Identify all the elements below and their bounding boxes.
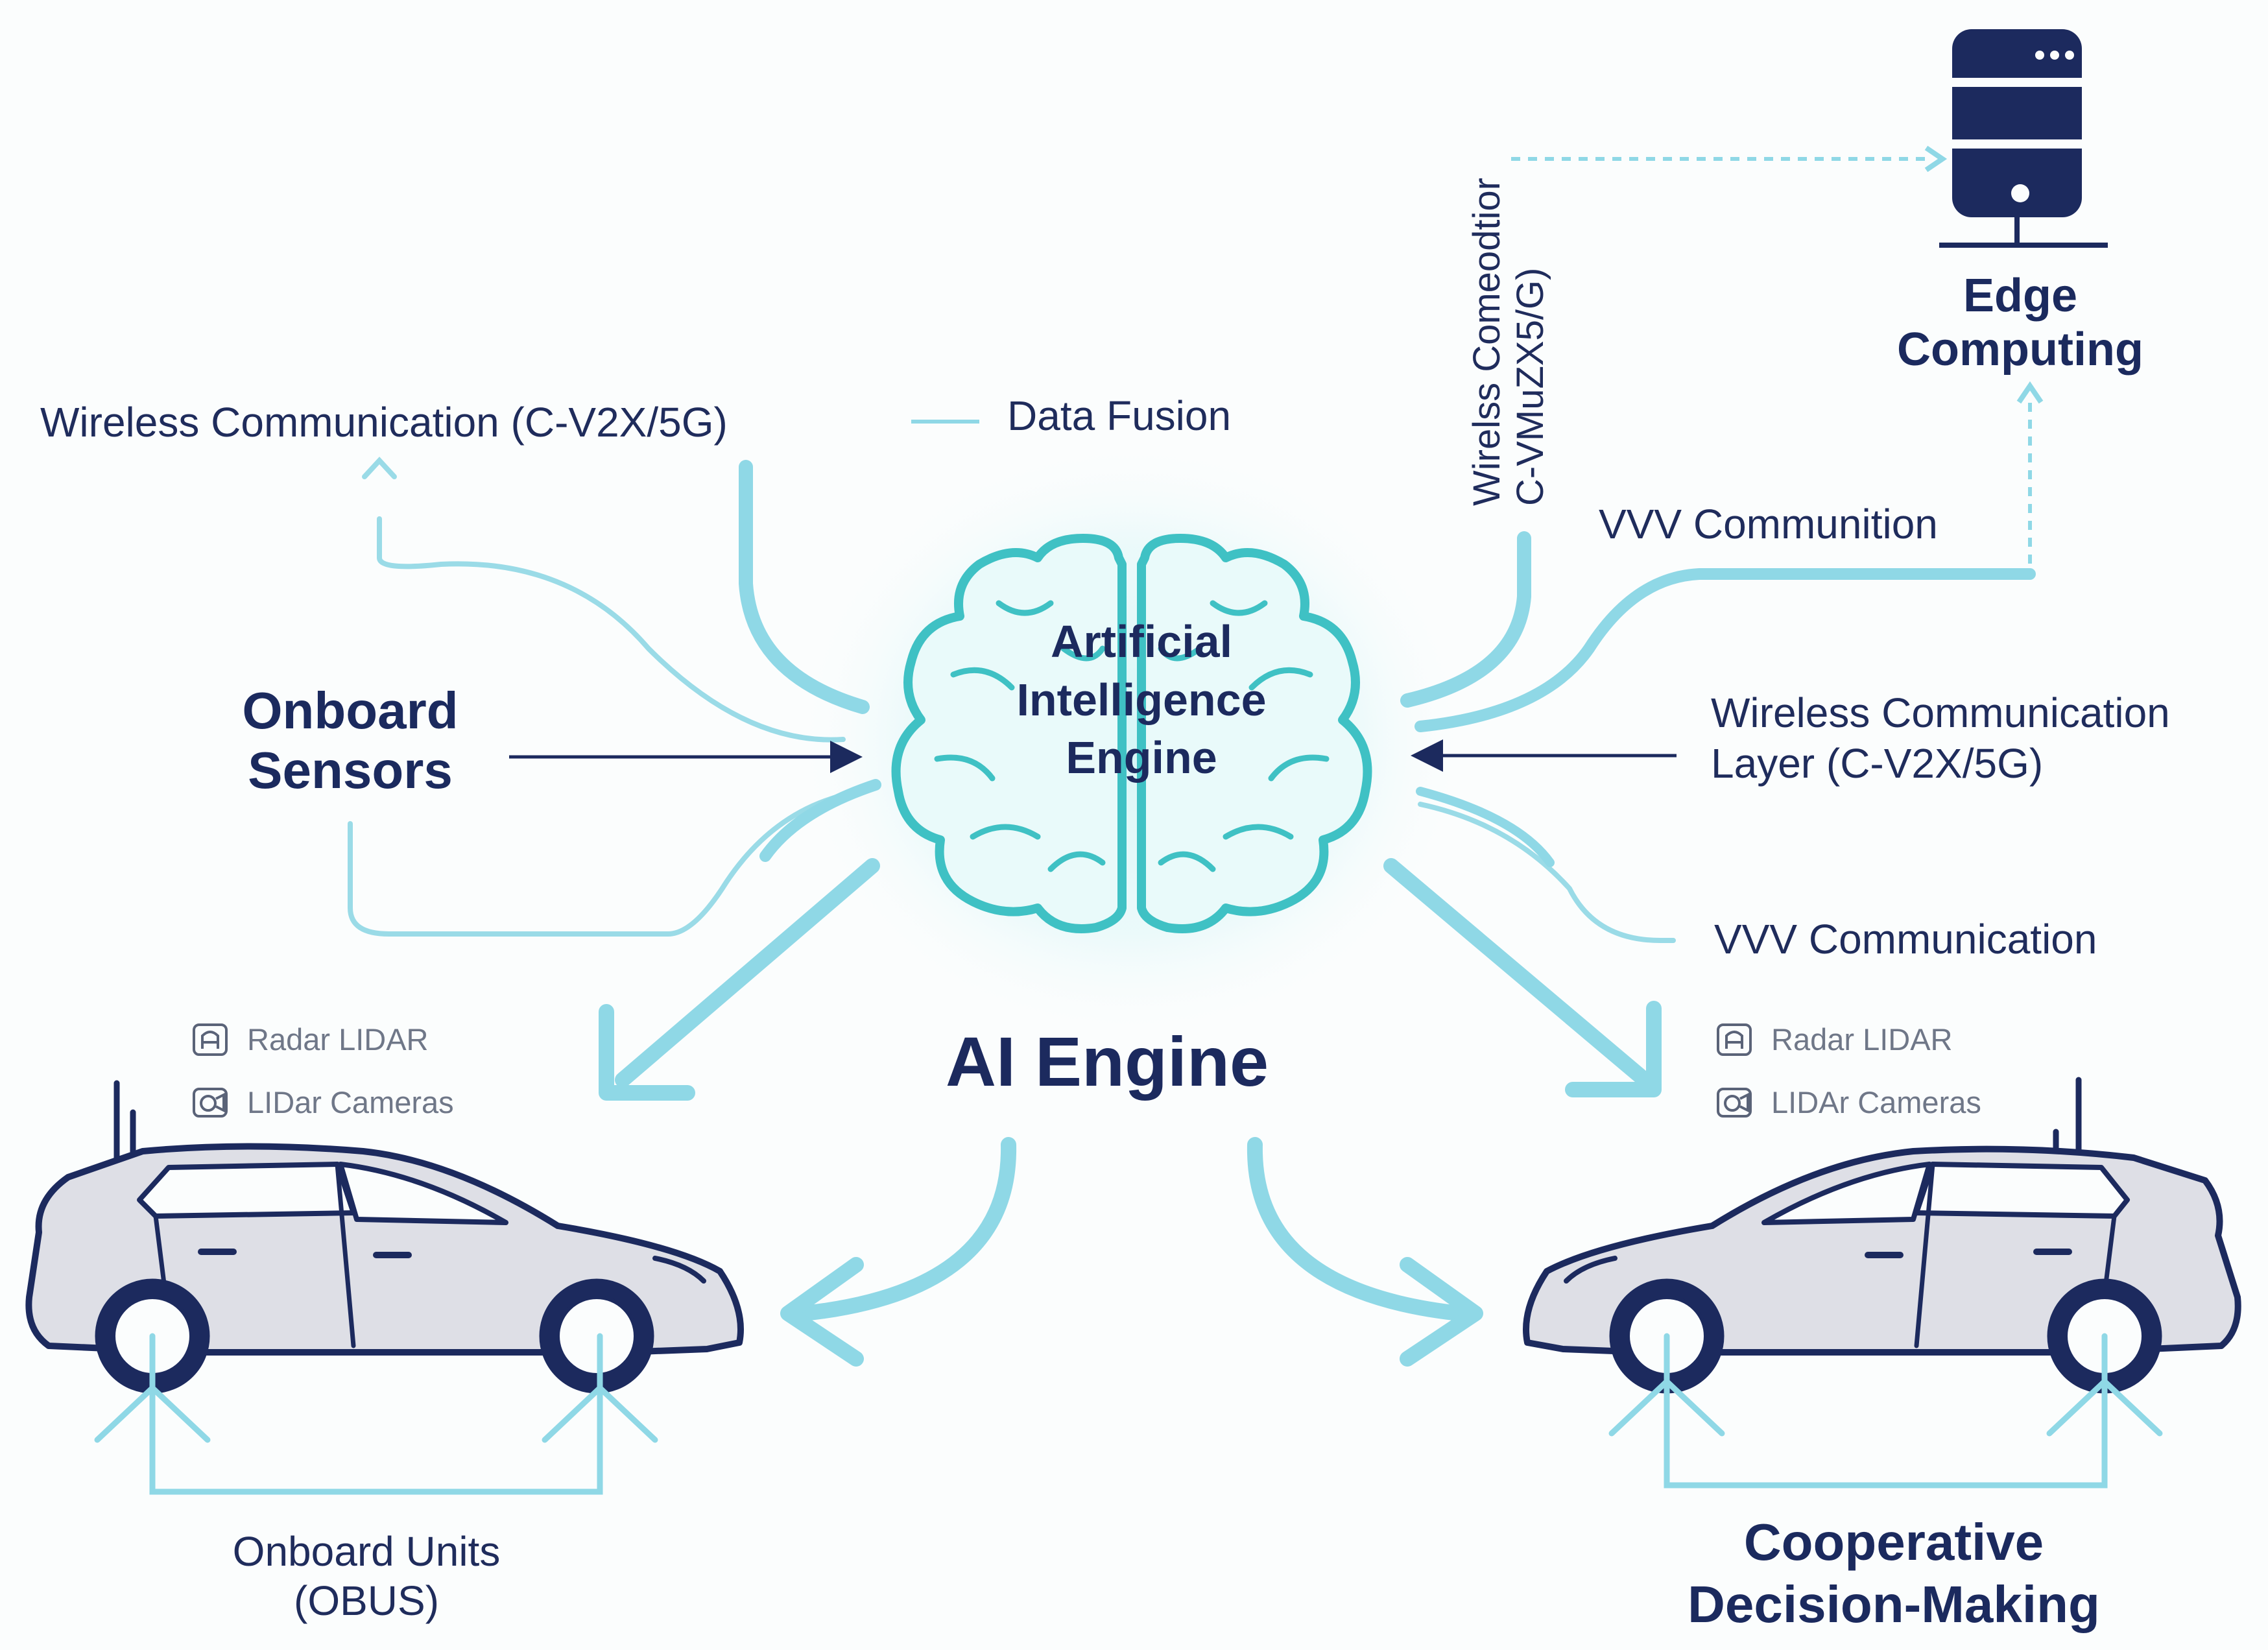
label-data-fusion: Data Fusion bbox=[1007, 392, 1232, 439]
label-edge-computing: Edge Computing bbox=[1881, 269, 2160, 377]
label-cooperative-decision: Cooperative Decision-Making bbox=[1628, 1511, 2160, 1636]
ai-brain-line2: Intelligence bbox=[1016, 674, 1267, 725]
dashed-arrowhead-up bbox=[2016, 381, 2044, 404]
label-onboard-sensors: Onboard Sensors bbox=[195, 681, 506, 800]
right-sensor-radar-label: Radar LIDAR bbox=[1771, 1022, 1953, 1057]
connector-wireless-top bbox=[377, 516, 846, 743]
right-obu-connectors bbox=[1608, 1333, 2163, 1489]
brain-icon bbox=[891, 534, 1372, 933]
arrow-engine-to-left-car-head bbox=[780, 1257, 864, 1367]
arrow-brain-to-right-car bbox=[1383, 858, 1649, 1084]
label-onboard-units: Onboard Units (OBUS) bbox=[169, 1527, 564, 1625]
onboard-units-line2: (OBUS) bbox=[294, 1577, 439, 1624]
label-wireless-layer: Wireless Communication Layer (C-V2X/5G) bbox=[1711, 688, 2170, 789]
arrow-brain-to-left-car-head bbox=[599, 1004, 695, 1101]
ai-brain-line1: Artificial bbox=[1050, 616, 1233, 667]
arrow-brain-to-left-car bbox=[615, 858, 880, 1088]
connector-vvv-bottom bbox=[1418, 802, 1676, 943]
dashed-arrowhead-top bbox=[1924, 145, 1948, 173]
wireless-layer-line1: Wireless Communication bbox=[1711, 689, 2170, 736]
arrow-brain-to-right-car-head bbox=[1565, 1001, 1662, 1097]
server-icon bbox=[1939, 29, 2108, 248]
right-sensor-row-radar: Radar LIDAR bbox=[1715, 1022, 1953, 1057]
connector-thick-left-low bbox=[759, 779, 881, 862]
label-vvv-communition: VVV Communition bbox=[1599, 501, 1938, 547]
edge-computing-line2: Computing bbox=[1897, 323, 2143, 376]
label-wireless-comm-top: Wireless Communication (C-V2X/5G) bbox=[40, 399, 728, 446]
right-sensor-camera-label: LIDAr Cameras bbox=[1771, 1085, 1981, 1119]
right-car-illustration bbox=[1523, 1077, 2241, 1394]
left-sensor-row-camera: LIDar Cameras bbox=[191, 1084, 454, 1120]
edge-computing-line1: Edge bbox=[1963, 270, 2078, 322]
onboard-sensors-line2: Sensors bbox=[248, 741, 453, 799]
connector-thick-right bbox=[1400, 531, 1531, 708]
connector-vvv-top bbox=[1415, 568, 2036, 732]
left-car-illustration bbox=[25, 1080, 744, 1394]
arrow-engine-to-left-car bbox=[796, 1137, 1017, 1321]
left-sensor-row-radar: Radar LIDAR bbox=[191, 1022, 429, 1057]
left-obu-connectors bbox=[94, 1333, 658, 1495]
connector-wireless-top-arrow bbox=[362, 457, 397, 479]
radar-icon bbox=[193, 1023, 228, 1056]
camera-icon bbox=[193, 1087, 228, 1118]
wireless-connection-line2: C-VMuZX5/G) bbox=[1509, 267, 1551, 506]
onboard-units-line1: Onboard Units bbox=[232, 1528, 501, 1575]
onboard-sensors-line1: Onboard bbox=[242, 682, 459, 739]
cooperative-line2: Decision-Making bbox=[1688, 1575, 2100, 1633]
wireless-layer-line2: Layer (C-V2X/5G) bbox=[1711, 740, 2044, 787]
camera-icon bbox=[1717, 1087, 1752, 1118]
label-ai-engine: AI Engine bbox=[946, 1022, 1269, 1101]
radar-icon bbox=[1717, 1023, 1752, 1056]
ai-brain-line3: Engine bbox=[1066, 732, 1217, 783]
dashed-to-edge-right bbox=[1686, 399, 2032, 576]
wireless-connection-line1: Wirelss Comeodtior bbox=[1466, 178, 1508, 506]
label-ai-brain: Artificial Intelligence Engine bbox=[960, 613, 1323, 787]
arrow-engine-to-right-car-head bbox=[1400, 1257, 1483, 1367]
left-sensor-camera-label: LIDar Cameras bbox=[247, 1085, 454, 1119]
label-vvv-communication: VVV Communication bbox=[1714, 916, 2097, 963]
label-wireless-connection-vertical: Wirelss Comeodtior C-VMuZX5/G) bbox=[1466, 178, 1552, 506]
left-sensor-radar-label: Radar LIDAR bbox=[247, 1022, 429, 1057]
connector-sensors-lower bbox=[348, 789, 865, 937]
connector-thick-left bbox=[739, 460, 870, 714]
right-sensor-row-camera: LIDAr Cameras bbox=[1715, 1084, 1981, 1120]
cooperative-line1: Cooperative bbox=[1743, 1513, 2044, 1571]
connector-thick-right-low bbox=[1416, 787, 1555, 867]
arrow-engine-to-right-car bbox=[1247, 1137, 1467, 1321]
